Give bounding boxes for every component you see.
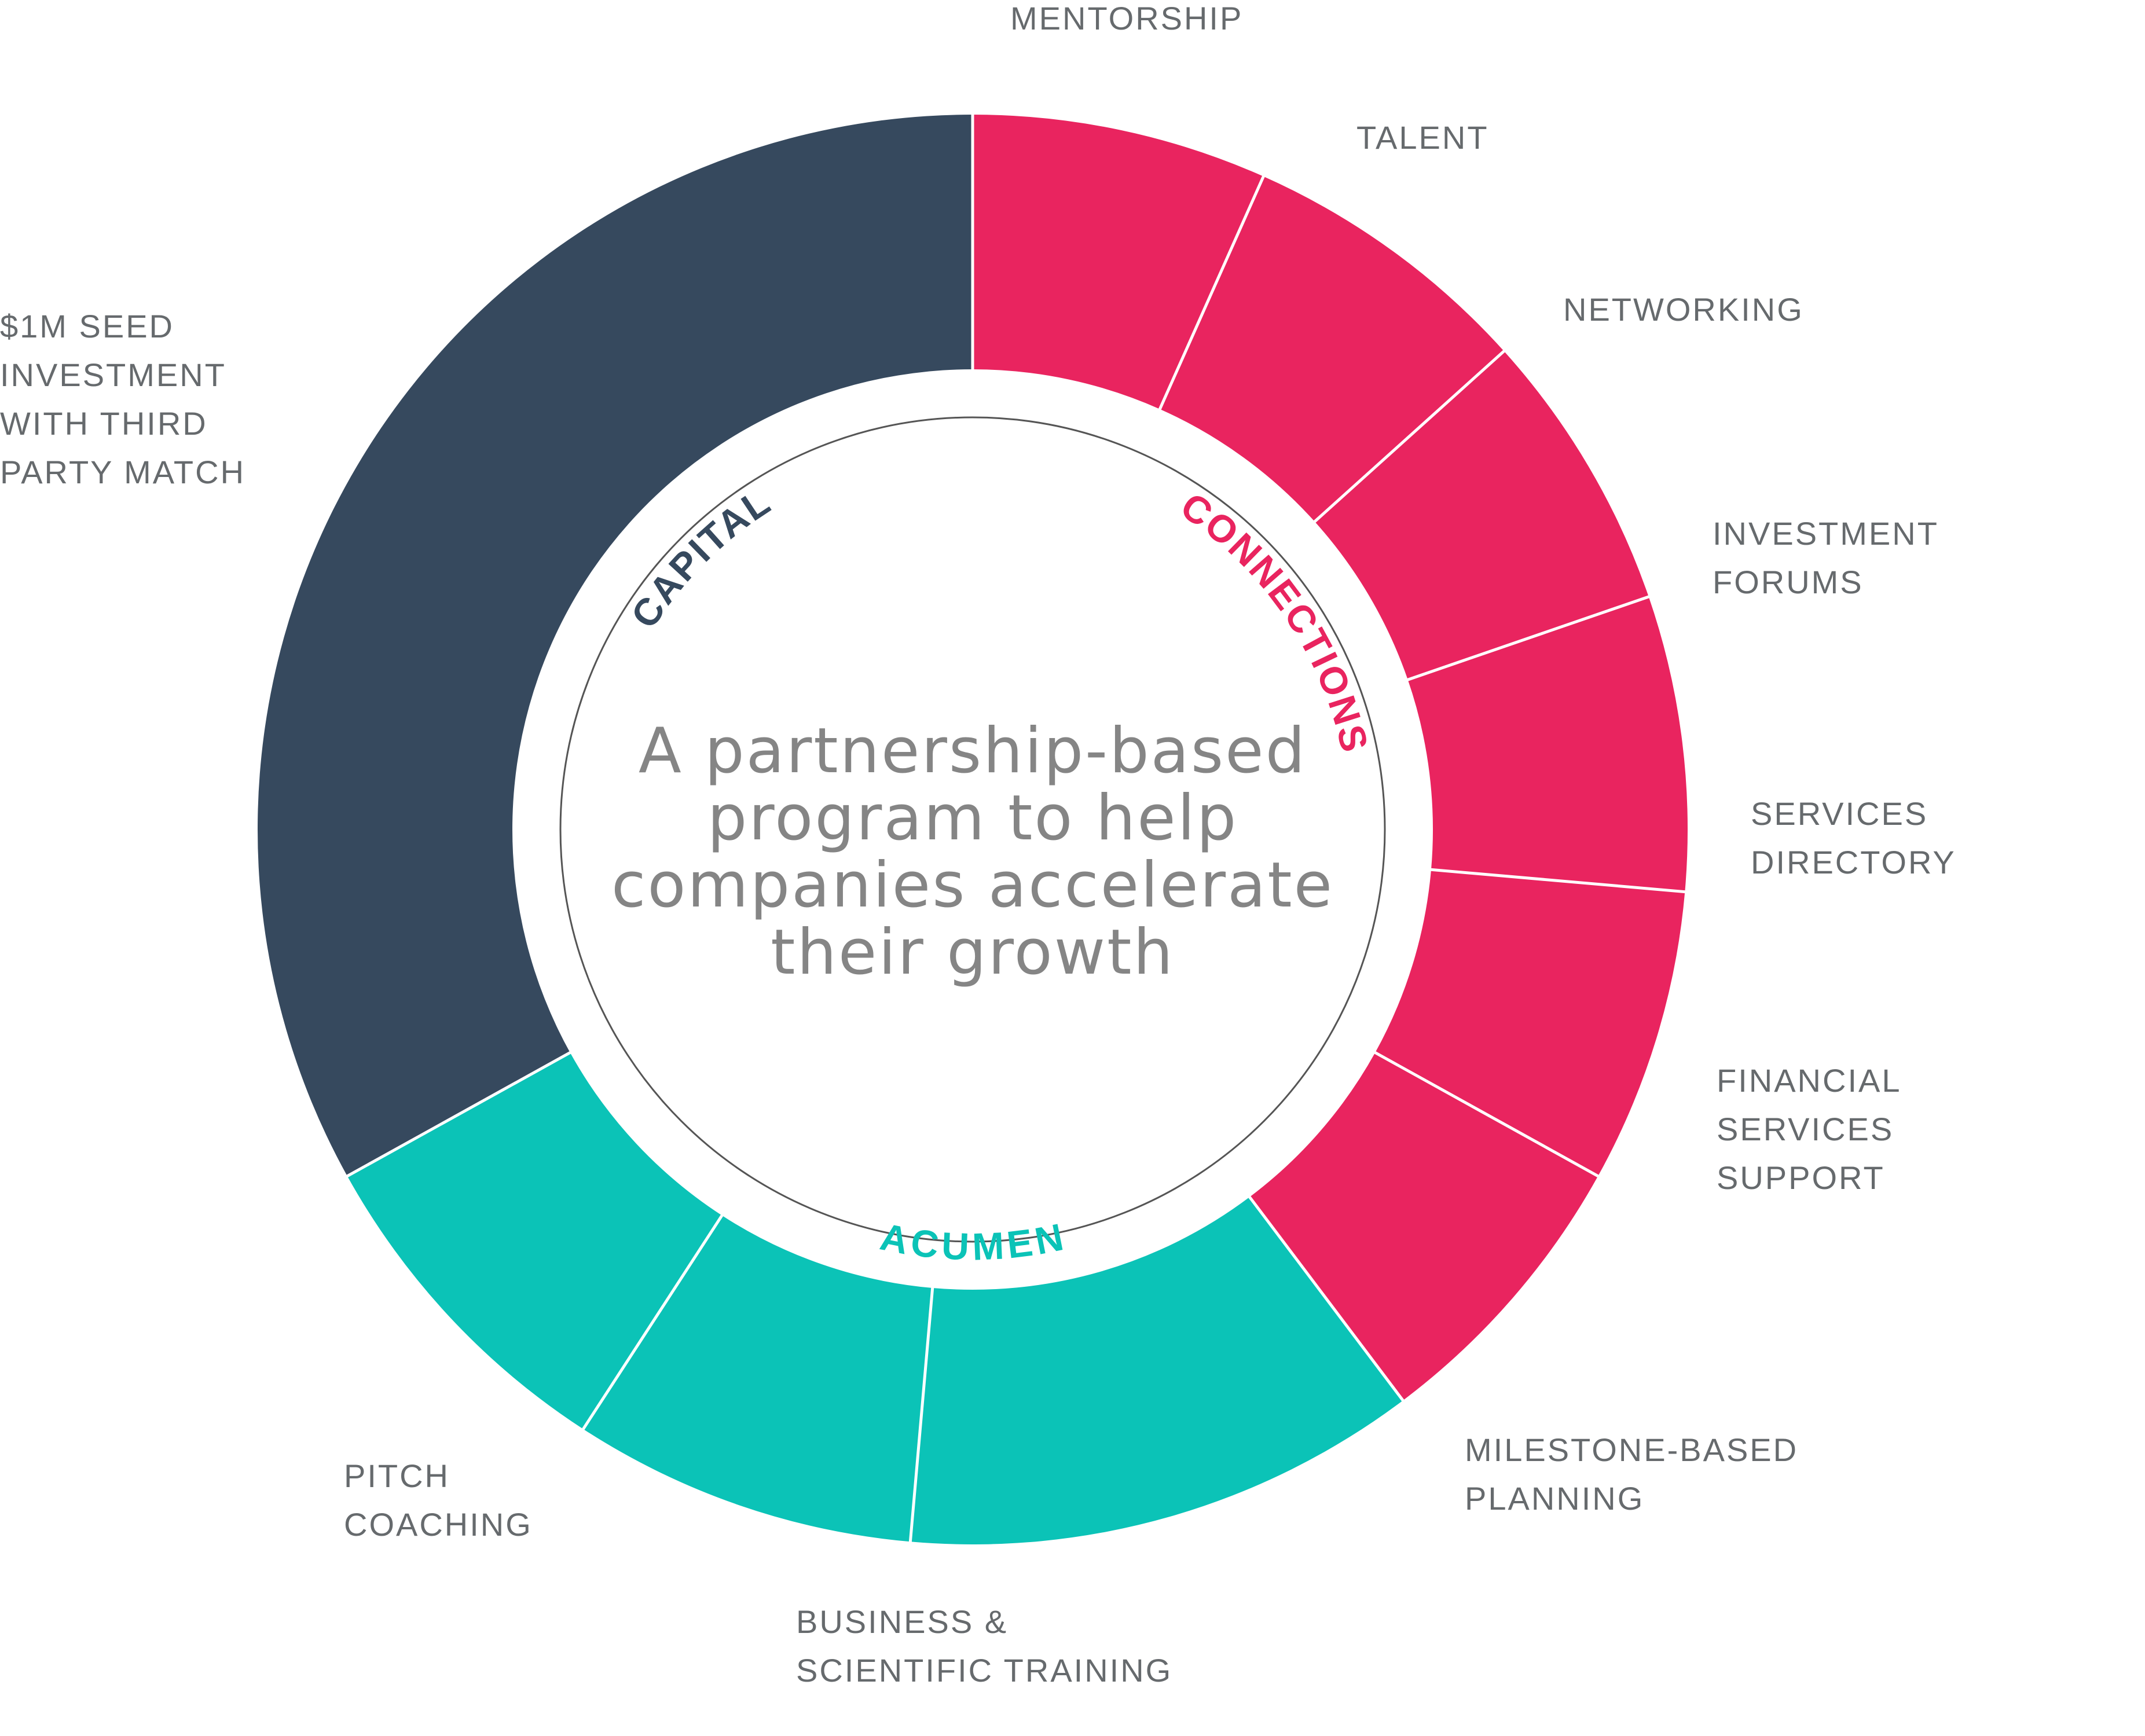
ring-segment-networking bbox=[1314, 351, 1649, 680]
segment-divider bbox=[581, 1213, 724, 1431]
ring-segment-investment-forums bbox=[1407, 596, 1688, 892]
label-investment-forums: INVESTMENT FORUMS bbox=[1713, 515, 1939, 600]
ring-segment-pitch-coaching bbox=[347, 1052, 723, 1429]
label-pitch-coaching: PITCH COACHING bbox=[344, 1458, 533, 1543]
segment-divider bbox=[1158, 174, 1266, 411]
label-business-scientific-training: BUSINESS & SCIENTIFIC TRAINING bbox=[796, 1603, 1173, 1689]
category-label-acumen: ACUMEN bbox=[877, 1215, 1069, 1268]
ring-segment-seed-investment bbox=[258, 115, 973, 1176]
label-networking: NETWORKING bbox=[1563, 291, 1804, 328]
ring-segment-talent bbox=[1160, 176, 1504, 522]
segment-divider bbox=[908, 1286, 934, 1543]
segment-divider bbox=[1248, 1195, 1405, 1403]
segment-divider bbox=[1429, 868, 1686, 894]
segment-divider bbox=[1312, 349, 1506, 524]
ring-segment-milestone-based-planning bbox=[910, 1197, 1403, 1544]
label-financial-services-support: FINANCIAL SERVICES SUPPORT bbox=[1717, 1062, 1902, 1196]
label-services-directory: SERVICES DIRECTORY bbox=[1751, 795, 1956, 880]
ring-segment-mentorship bbox=[973, 115, 1264, 409]
segment-divider bbox=[1406, 594, 1651, 682]
center-tagline: A partnership-based program to help comp… bbox=[611, 715, 1334, 989]
inner-circle-outline bbox=[559, 416, 1386, 1243]
ring-segment-financial-services-support bbox=[1249, 1052, 1598, 1401]
label-mentorship: MENTORSHIP bbox=[1010, 0, 1244, 36]
label-talent: TALENT bbox=[1356, 119, 1489, 156]
segment-divider bbox=[1373, 1051, 1600, 1178]
label-milestone-based-planning: MILESTONE-BASED PLANNING bbox=[1465, 1432, 1799, 1517]
segment-divider bbox=[345, 1051, 572, 1178]
label-seed-investment: $1M SEED INVESTMENT WITH THIRD PARTY MAT… bbox=[0, 308, 246, 490]
ring-segment-services-directory bbox=[1375, 869, 1685, 1176]
